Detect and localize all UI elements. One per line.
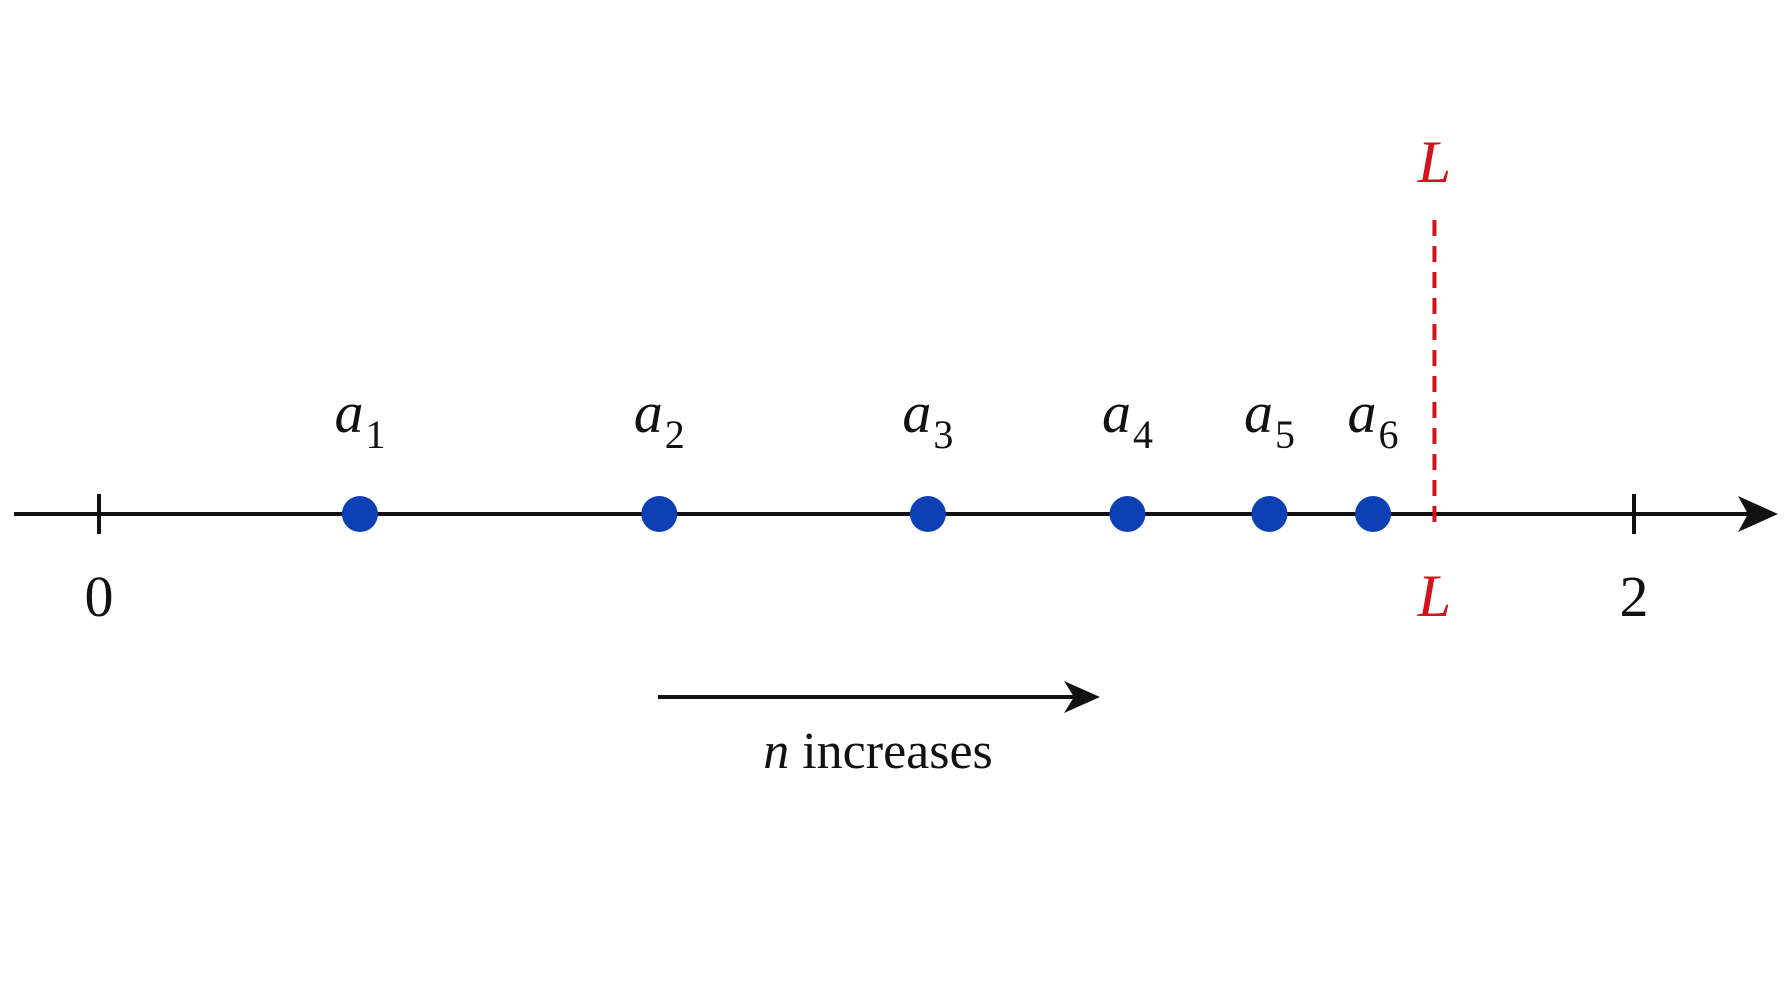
tick-label-2: 2 — [1620, 564, 1649, 629]
sequence-label-name: a — [334, 380, 363, 445]
caption-text: n increases — [763, 723, 993, 780]
tick-label-0: 0 — [85, 564, 114, 629]
sequence-label-a6: a6 — [1348, 380, 1399, 457]
sequence-point-a3 — [909, 496, 946, 532]
sequence-point-a6 — [1355, 496, 1392, 532]
sequence-label-subscript: 5 — [1275, 412, 1295, 457]
limit-marker: LL — [1417, 129, 1451, 629]
sequence-label-a3: a3 — [902, 380, 953, 457]
sequence-label-name: a — [1348, 380, 1377, 445]
limit-label-bottom: L — [1417, 563, 1451, 629]
sequence-label-subscript: 2 — [665, 412, 685, 457]
sequence-point-a1 — [341, 496, 378, 532]
sequence-point-a4 — [1109, 496, 1146, 532]
sequence-label-name: a — [1244, 380, 1273, 445]
arrow-right-icon — [1064, 681, 1100, 713]
sequence-label-a1: a1 — [334, 380, 385, 457]
sequence-label-a4: a4 — [1102, 380, 1153, 457]
limit-label-top: L — [1417, 129, 1451, 195]
sequence-label-name: a — [634, 380, 663, 445]
sequence-label-subscript: 6 — [1379, 412, 1399, 457]
sequence-label-a5: a5 — [1244, 380, 1295, 457]
sequence-label-subscript: 4 — [1133, 412, 1153, 457]
sequence-label-name: a — [902, 380, 931, 445]
sequence-point-a5 — [1251, 496, 1288, 532]
sequence-label-name: a — [1102, 380, 1131, 445]
arrow-right-icon — [1738, 496, 1778, 532]
sequence-point-a2 — [641, 496, 678, 532]
sequence-label-subscript: 3 — [933, 412, 953, 457]
caption-phrase: increases — [789, 723, 993, 780]
direction-caption: n increases — [658, 681, 1100, 780]
sequence-label-a2: a2 — [634, 380, 685, 457]
caption-variable: n — [763, 723, 789, 780]
sequence-label-subscript: 1 — [365, 412, 385, 457]
